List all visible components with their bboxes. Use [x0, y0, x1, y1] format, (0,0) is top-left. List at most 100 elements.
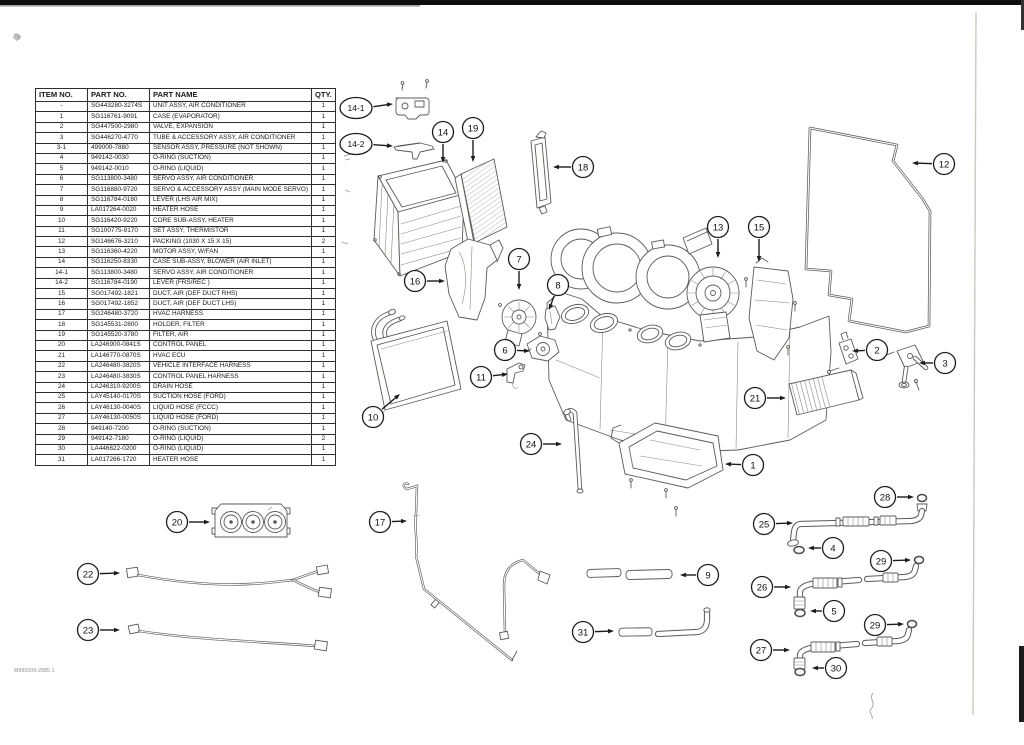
callout-label: 2: [874, 345, 879, 356]
cell-item-no: 1: [35, 111, 88, 123]
part-packing-gasket-12: [804, 126, 932, 334]
table-header-row: ITEM NO. PART NO. PART NAME QTY.: [35, 88, 336, 102]
cell-part-no: SG116784-0180: [87, 194, 150, 206]
callout-label: 27: [756, 645, 767, 656]
cell-part-name: SET ASSY, THERMISTOR: [149, 225, 312, 238]
callout-circle: [752, 512, 776, 536]
cell-part-name: LIQUID HOSE (FCCC): [149, 402, 312, 414]
cell-part-no: LA446622-0200: [87, 443, 150, 456]
callout-8: 8: [546, 273, 570, 310]
callout-label: 8: [555, 280, 560, 291]
cell-part-name: HVAC HARNESS: [149, 308, 312, 321]
part-control-panel-20: [211, 503, 291, 538]
cell-qty: 1: [310, 152, 336, 165]
cell-item-no: 23: [35, 371, 88, 383]
callout-label: 17: [375, 517, 386, 528]
callout-label: 20: [172, 517, 183, 528]
cell-item-no: 22: [35, 360, 88, 373]
cell-qty: 1: [310, 204, 336, 217]
cell-part-no: SG100775-9170: [87, 225, 150, 238]
cell-item-no: 21: [35, 350, 88, 362]
cell-part-no: LAY46130-0050S: [87, 412, 150, 425]
cell-qty: 1: [310, 339, 336, 352]
callout-circle: [741, 453, 765, 477]
callout-circle: [863, 613, 887, 637]
part-thermistor-11: [506, 362, 526, 389]
cell-qty: 1: [310, 277, 336, 290]
cell-part-no: LA017266-1720: [87, 454, 150, 466]
cell-qty: 1: [310, 246, 336, 258]
callout-circle: [869, 549, 893, 573]
callout-label: 3: [942, 358, 947, 369]
cell-part-name: SERVO & ACCESSORY ASSY (MAIN MODE SERVO): [149, 184, 312, 196]
cell-part-name: SERVO ASSY, AIR CONDITIONER: [149, 267, 312, 279]
cell-part-no: LAY45140-0170S: [87, 391, 150, 404]
cell-part-no: LA246900-0841S: [87, 339, 150, 352]
part-blower-case-14: [373, 159, 465, 277]
callout-label: 13: [713, 222, 724, 233]
cell-qty: 1: [310, 371, 336, 383]
cell-part-name: O-RING (SUCTION): [149, 423, 312, 435]
cell-item-no: 11: [35, 225, 88, 238]
cell-item-no: 31: [35, 454, 88, 466]
cell-part-no: SG447500-2980: [87, 121, 150, 134]
callout-circle: [546, 273, 570, 297]
callout-circle: [749, 638, 773, 662]
callout-9: 9: [680, 563, 720, 587]
callout-15: 15: [747, 215, 771, 262]
callout-circle: [165, 510, 189, 534]
cell-qty: 1: [310, 121, 336, 134]
parts-table: ITEM NO. PART NO. PART NAME QTY. -SG4432…: [35, 88, 336, 466]
header-part-name: PART NAME: [149, 88, 312, 102]
callout-label: 5: [831, 606, 836, 617]
cell-item-no: 19: [35, 329, 88, 342]
cell-qty: 1: [310, 111, 336, 123]
cell-part-no: SG017492-1852: [87, 298, 150, 310]
callout-circle: [933, 351, 957, 375]
part-lever-14-2: [393, 142, 435, 160]
cell-part-name: DRAIN HOSE: [149, 381, 312, 393]
cell-part-name: CONTROL PANEL HARNESS: [149, 371, 312, 383]
part-hvac-harness-17: [402, 482, 551, 662]
part-liquid-hose-27: [793, 619, 918, 677]
cell-qty: 1: [310, 132, 336, 144]
cell-part-name: DUCT, AIR (DEF DUCT LHS): [149, 298, 312, 310]
callout-label: 26: [757, 582, 768, 593]
cell-item-no: 18: [35, 319, 88, 331]
callout-label: 1: [750, 460, 755, 471]
cell-part-no: SG116880-9720: [87, 184, 150, 196]
cell-qty: 1: [310, 288, 336, 300]
callout-circle: [76, 562, 100, 586]
callout-30: 30: [812, 656, 848, 680]
o-ring-29a: [913, 555, 925, 565]
part-filter-holder-18: [530, 130, 552, 215]
cell-part-name: O-RING (LIQUID): [149, 443, 312, 456]
cell-part-no: SG116784-0190: [87, 277, 150, 290]
callout-label: 29: [870, 620, 881, 631]
cell-qty: 2: [310, 236, 336, 248]
callout-circle: [368, 510, 392, 534]
part-expansion-valve-2: [827, 331, 859, 374]
cell-qty: 1: [310, 256, 336, 269]
cell-qty: 1: [310, 381, 336, 393]
part-air-filter-19: [454, 158, 508, 248]
cell-item-no: 14-2: [35, 277, 88, 290]
cell-part-no: SG246480-3720: [87, 308, 150, 321]
callout-circle: [469, 365, 493, 389]
cell-item-no: 3-1: [35, 142, 88, 154]
callout-circle: [519, 432, 543, 456]
cell-qty: 1: [310, 329, 336, 342]
cell-part-no: LA146770-0870S: [87, 350, 150, 362]
callout-circle: [706, 215, 730, 239]
cell-item-no: 20: [35, 339, 88, 352]
cell-qty: 1: [310, 298, 336, 310]
